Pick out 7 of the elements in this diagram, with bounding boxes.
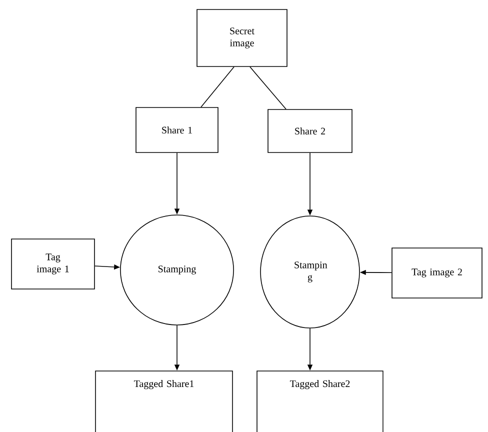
output-box: Tagged Share1: [95, 370, 233, 432]
process-box: Tag image 1: [11, 238, 95, 290]
process-box: Share 1: [136, 107, 218, 153]
process-box: Tag image 2: [392, 248, 482, 298]
process-box: Secret image: [196, 9, 288, 67]
output-box: Tagged Share2: [256, 370, 384, 432]
process-box: Share 2: [268, 109, 352, 153]
